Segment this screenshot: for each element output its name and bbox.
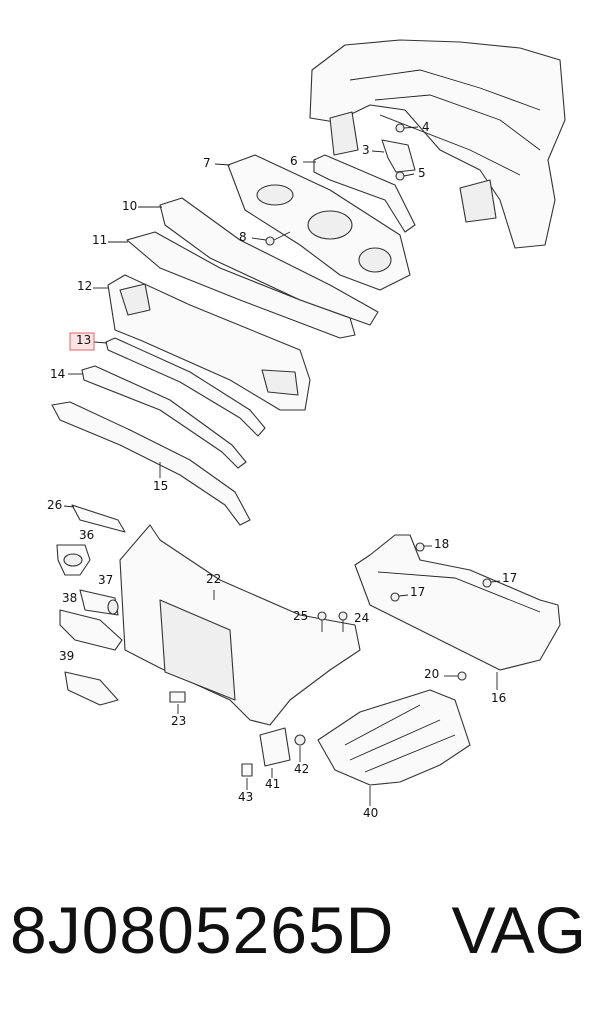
callout-label-42: 42	[294, 762, 309, 776]
callout-label-12: 12	[77, 279, 92, 293]
bolt-25	[317, 611, 327, 632]
callout-label-17: 17	[410, 585, 425, 599]
callout-label-36: 36	[79, 528, 94, 542]
bolt-18	[415, 542, 432, 552]
callout-label-15: 15	[153, 479, 168, 493]
clip-23	[169, 691, 186, 714]
part-15	[51, 401, 251, 526]
bracket-41	[259, 727, 291, 778]
bolt-17	[482, 578, 501, 588]
part-6	[303, 154, 416, 233]
callout-label-7: 7	[203, 156, 211, 170]
exploded-parts-diagram: 4357610811121314152636182237171738252439…	[47, 39, 566, 820]
bolt-20	[444, 671, 467, 681]
part-14	[68, 365, 247, 469]
part-37	[79, 589, 119, 616]
callout-label-20: 20	[424, 667, 439, 681]
callout-label-3: 3	[362, 143, 370, 157]
callout-label-13: 13	[76, 333, 91, 347]
callout-label-23: 23	[171, 714, 186, 728]
callout-label-11: 11	[92, 233, 107, 247]
callout-label-39: 39	[59, 649, 74, 663]
callout-label-10: 10	[122, 199, 137, 213]
brand-name: VAG	[451, 893, 586, 967]
highlight-box-13	[69, 332, 95, 351]
bracket-3	[371, 123, 419, 181]
part-16-subframe	[354, 534, 561, 690]
bolt-17b	[390, 592, 409, 602]
clip-43	[241, 763, 253, 790]
callout-label-5: 5	[418, 166, 426, 180]
part-number: 8J0805265D	[10, 893, 395, 967]
callout-label-26: 26	[47, 498, 62, 512]
part-10	[138, 197, 379, 326]
callout-label-24: 24	[354, 611, 369, 625]
nut-42	[294, 734, 306, 762]
part-40-underbody-shield	[317, 689, 471, 806]
part-26	[63, 504, 126, 533]
part-13	[93, 337, 266, 437]
part-11	[108, 231, 356, 339]
callout-label-16: 16	[491, 691, 506, 705]
callout-label-41: 41	[265, 777, 280, 791]
callout-label-22: 22	[206, 572, 221, 586]
callout-label-43: 43	[238, 790, 253, 804]
part-22-lock-carrier	[119, 524, 361, 726]
callout-label-37: 37	[98, 573, 113, 587]
callout-label-8: 8	[239, 230, 247, 244]
callout-label-40: 40	[363, 806, 378, 820]
footer: 8J0805265D VAG	[0, 880, 600, 990]
callout-label-17: 17	[502, 571, 517, 585]
callout-label-25: 25	[293, 609, 308, 623]
part-38	[59, 609, 123, 651]
callout-label-18: 18	[434, 537, 449, 551]
callout-label-38: 38	[62, 591, 77, 605]
callout-label-4: 4	[422, 120, 430, 134]
front-body-frame	[309, 39, 566, 249]
part-7	[214, 154, 411, 291]
bolt-8	[251, 231, 291, 246]
part-12	[93, 274, 311, 411]
callout-label-14: 14	[50, 367, 65, 381]
bolt-24	[338, 611, 348, 632]
part-36	[56, 544, 91, 576]
part-39	[64, 671, 119, 706]
callout-label-6: 6	[290, 154, 298, 168]
